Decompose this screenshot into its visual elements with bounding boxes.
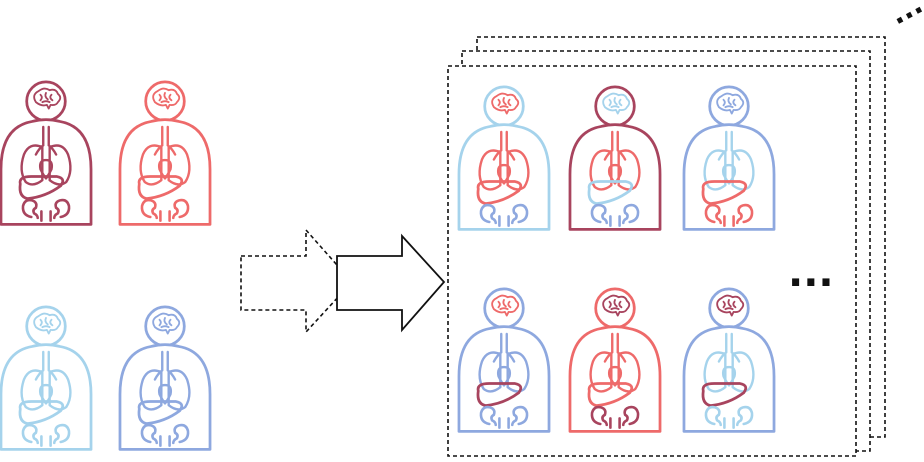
source-figure-coral [119, 81, 211, 225]
source-figure-crimson [0, 81, 92, 225]
stack-continuation-marker: ... [884, 0, 924, 31]
solid-arrow [336, 233, 446, 333]
source-figures-group [0, 81, 211, 450]
source-figure-sky [0, 306, 92, 450]
dashed-arrow [240, 227, 354, 335]
ellipsis-marker: ... [788, 250, 834, 296]
source-figure-periwinkle [119, 306, 211, 450]
